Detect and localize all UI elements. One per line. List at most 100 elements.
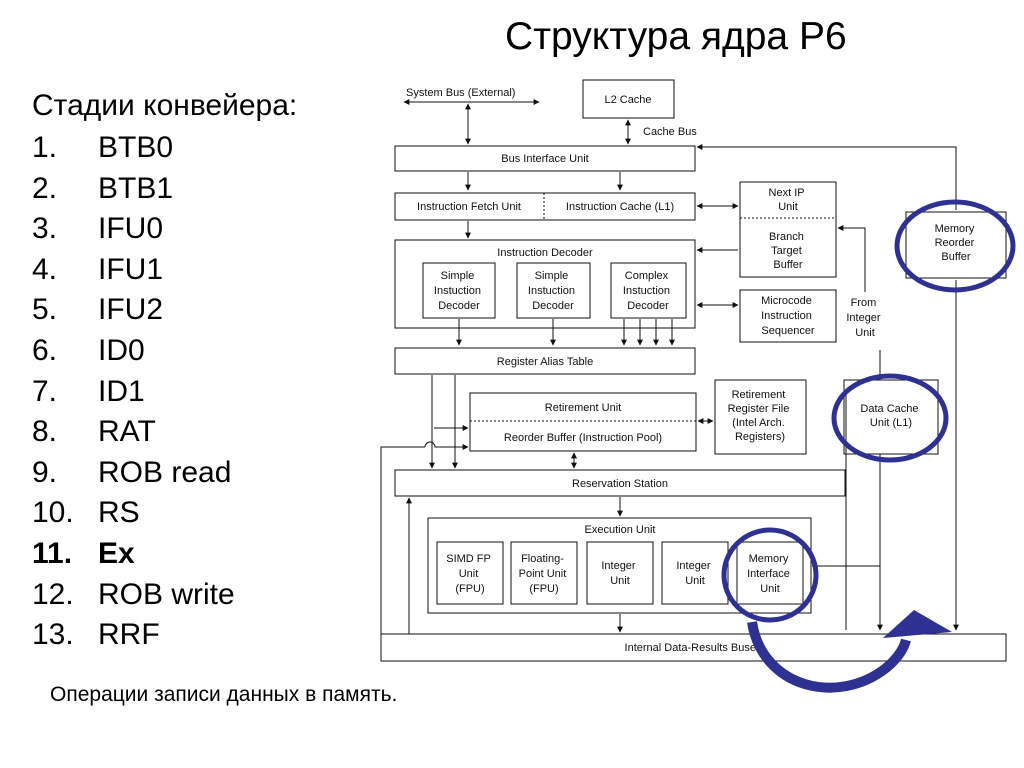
highlight-curved-arrow (747, 621, 911, 693)
simple-decoder-2-label: Simple Instuction Decoder (528, 270, 578, 312)
pipeline-stage-label: IFU1 (98, 252, 164, 286)
memory-interface-unit-box (736, 541, 804, 605)
integer-unit-1-box (586, 541, 654, 605)
pipeline-stage-number: 9. (32, 455, 58, 489)
slide-title: Структура ядра P6 (505, 15, 847, 58)
pipeline-stage-number: 3. (32, 212, 58, 246)
pipeline-stage-item: 8. RAT (32, 412, 235, 453)
pipeline-stage-number: 1. (32, 131, 58, 164)
simd-fp-unit-box (436, 541, 504, 605)
cache-bus-label: Cache Bus (643, 126, 697, 138)
pipeline-stage-number: 11. (32, 536, 73, 570)
highlight-arrow-head (883, 610, 952, 638)
complex-decoder-box (610, 262, 687, 319)
pipeline-stage-label: RS (98, 496, 140, 530)
pipeline-stage-label: ROB read (98, 455, 232, 489)
mob-highlight-circle (894, 199, 1016, 293)
pipeline-stage-number: 10. (32, 496, 74, 530)
pipeline-stage-item: 12. ROB write (32, 575, 235, 616)
pipeline-stage-label: Ex (98, 536, 135, 570)
pipeline-stage-item: 2. BTB1 (32, 169, 235, 210)
pipeline-stage-label: IFU2 (98, 293, 164, 327)
pipeline-stage-item: 13. RRF (32, 615, 235, 656)
fetch-row-box (394, 192, 696, 221)
pipeline-stages-list: 1. BTB0 2. BTB1 3. IFU0 4. IFU1 5. IFU2 6. ID0 7. ID1… (32, 128, 235, 656)
reservation-station-box (394, 469, 846, 497)
instruction-decoder-label: Instruction Decoder (497, 247, 593, 259)
retirement-register-file-label: Retirement Register File (Intel Arch. Re… (728, 389, 793, 443)
retirement-unit-label: Retirement Unit (545, 402, 621, 414)
simple-decoder-1-label: Simple Instuction Decoder (434, 270, 484, 312)
from-integer-to-btb-arrow (837, 225, 866, 292)
microcode-sequencer-box (739, 289, 837, 343)
pipeline-stage-number: 13. (32, 618, 74, 652)
pipeline-stage-item: 1. BTB0 (32, 128, 235, 169)
l2-cache-label: L2 Cache (604, 94, 651, 106)
dcu-highlight-circle (831, 373, 949, 463)
retirement-rob-box (469, 392, 697, 452)
from-integer-unit-label: From Integer Unit (846, 297, 883, 339)
pipeline-stage-item: 4. IFU1 (32, 250, 235, 291)
branch-target-buffer-label: Branch Target Buffer (769, 231, 807, 271)
bus-feedback-hop (424, 441, 469, 450)
data-cache-unit-label: Data Cache Unit (L1) (860, 403, 921, 429)
reorder-buffer-label: Reorder Buffer (Instruction Pool) (504, 432, 662, 444)
simple-decoder-2-box (516, 262, 591, 319)
pipeline-stage-number: 6. (32, 333, 58, 367)
pipeline-stage-number: 5. (32, 293, 58, 327)
pipeline-stage-label: ID1 (98, 374, 145, 408)
simple-decoder-1-box (422, 262, 496, 319)
system-bus-label: System Bus (External) (406, 87, 515, 99)
memory-interface-unit-label: Memory Interface Unit (747, 553, 793, 595)
register-alias-table-label: Register Alias Table (497, 356, 593, 368)
data-cache-unit-box (843, 379, 939, 455)
pipeline-stage-label: IFU0 (98, 212, 164, 246)
pipeline-stage-item: 6. ID0 (32, 331, 235, 372)
pipeline-stage-number: 12. (32, 577, 74, 611)
miu-highlight-circle (721, 527, 819, 623)
bus-interface-unit-label: Bus Interface Unit (501, 153, 588, 165)
pipeline-stage-number: 7. (32, 374, 58, 408)
microcode-sequencer-label: Microcode Instruction Sequencer (761, 295, 815, 337)
internal-data-results-bus-label: Internal Data-Results Buses (625, 642, 762, 654)
pipeline-stage-label: BTB1 (98, 171, 174, 205)
pipeline-stage-item: 3. IFU0 (32, 209, 235, 250)
l2-cache-box (582, 79, 675, 119)
instruction-fetch-unit-label: Instruction Fetch Unit (417, 201, 521, 213)
pipeline-stage-item: 11. Ex (32, 534, 235, 575)
bus-interface-unit-box (394, 145, 696, 172)
integer-unit-2-label: Integer Unit (676, 560, 713, 587)
pipeline-stage-item: 10. RS (32, 493, 235, 534)
pipeline-stage-number: 2. (32, 171, 58, 205)
mob-to-biu-arrow (696, 144, 957, 210)
pipeline-stage-item: 7. ID1 (32, 372, 235, 413)
pipeline-stage-item: 9. ROB read (32, 453, 235, 494)
next-ip-btb-box (739, 181, 837, 278)
register-alias-table-box (394, 347, 696, 375)
simd-fp-unit-label: SIMD FP Unit (FPU) (446, 553, 493, 595)
pipeline-stage-label: RAT (98, 415, 156, 449)
integer-unit-2-box (661, 541, 729, 605)
bus-feedback-left-line (380, 446, 425, 634)
pipeline-stage-item: 5. IFU2 (32, 290, 235, 331)
pipeline-stage-label: ID0 (98, 333, 145, 367)
pipeline-stage-label: BTB0 (98, 131, 174, 164)
pipeline-stage-number: 4. (32, 252, 58, 286)
memory-reorder-buffer-label: Memory Reorder Buffer (935, 223, 978, 263)
execution-unit-label: Execution Unit (585, 524, 656, 536)
integer-unit-1-label: Integer Unit (601, 560, 638, 587)
pipeline-stages-heading: Стадии конвейера: (32, 89, 298, 122)
memory-reorder-buffer-box (905, 211, 1007, 279)
footnote: Операции записи данных в память. (50, 683, 398, 706)
instruction-cache-label: Instruction Cache (L1) (566, 201, 674, 213)
pipeline-stage-number: 8. (32, 415, 58, 449)
pipeline-stage-label: RRF (98, 618, 160, 652)
retirement-register-file-box (714, 379, 807, 455)
complex-decoder-label: Complex Instuction Decoder (623, 270, 673, 312)
reservation-station-label: Reservation Station (572, 478, 668, 490)
floating-point-unit-label: Floating- Point Unit (FPU) (519, 553, 570, 595)
floating-point-unit-box (510, 541, 578, 605)
next-ip-unit-label: Next IP Unit (769, 187, 808, 213)
pipeline-stage-label: ROB write (98, 577, 235, 611)
